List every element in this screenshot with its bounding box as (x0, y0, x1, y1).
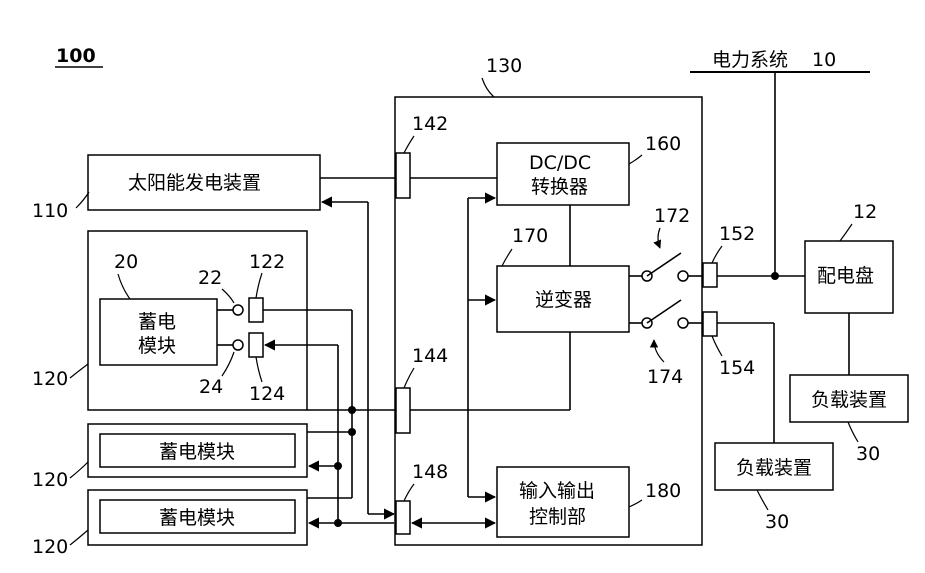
port-154 (703, 312, 717, 336)
switch-174-contact-b (678, 318, 688, 328)
io-controller-line2: 控制部 (529, 506, 586, 528)
battery-module-label-3: 蓄电模块 (159, 507, 235, 529)
junction-dot-ctrl-1 (334, 462, 342, 470)
load-device-ref-leader-1 (848, 422, 858, 442)
inverter-ref: 170 (512, 225, 548, 247)
port-152-leader (712, 246, 722, 263)
distribution-panel-ref: 12 (853, 201, 877, 223)
junction-dot-grid (771, 272, 779, 280)
port-152-label: 152 (719, 223, 755, 245)
terminal-24 (233, 340, 243, 350)
terminal-22 (233, 305, 243, 315)
load-device-ref-1: 30 (856, 443, 880, 465)
port-148 (396, 501, 410, 534)
storage-ref-1: 120 (32, 368, 68, 390)
distribution-panel-ref-leader (840, 224, 852, 241)
battery-module-label-2: 蓄电模块 (159, 441, 235, 463)
port-122-label: 122 (249, 251, 285, 273)
load-device-ref-leader-2 (757, 490, 768, 510)
battery-module-label-line2: 模块 (138, 335, 176, 357)
switch-172-contact-b (678, 271, 688, 281)
battery-module-label-line1: 蓄电 (138, 311, 176, 333)
figure-label: 100 (56, 45, 96, 67)
distribution-panel-label: 配电盘 (817, 265, 874, 287)
solar-generator-label: 太阳能发电装置 (128, 172, 261, 194)
port-124 (249, 333, 263, 357)
port-152 (703, 263, 717, 287)
terminal-24-label: 24 (199, 376, 223, 398)
load-device-label-2: 负载装置 (736, 457, 812, 479)
switch-174-label: 174 (647, 366, 683, 388)
switch-172-label: 172 (654, 205, 690, 227)
junction-dot-ctrl-2 (334, 519, 342, 527)
port-154-leader (712, 336, 722, 356)
load-device-ref-2: 30 (765, 511, 789, 533)
io-controller-line1: 输入输出 (519, 480, 595, 502)
storage-ref-leader-2 (70, 462, 88, 478)
storage-ref-leader-3 (70, 530, 88, 545)
port-144-label: 144 (412, 345, 448, 367)
battery-module-ref: 20 (114, 251, 138, 273)
io-controller-ref: 180 (645, 480, 681, 502)
port-122 (249, 298, 263, 322)
storage-ref-leader-1 (70, 364, 88, 378)
load-device-label-1: 负载装置 (811, 389, 887, 411)
terminal-22-label: 22 (198, 267, 222, 289)
grid-title: 电力系统 (712, 49, 788, 71)
junction-dot-bus-1 (348, 406, 356, 414)
port-154-label: 154 (719, 357, 755, 379)
port-142 (396, 153, 410, 198)
dcdc-ref: 160 (645, 133, 681, 155)
dcdc-label-line1: DC/DC (529, 152, 591, 174)
pcs-ref-leader (482, 78, 494, 97)
junction-dot-bus-2 (348, 428, 356, 436)
grid-ref: 10 (812, 49, 836, 71)
storage-ref-2: 120 (32, 469, 68, 491)
dcdc-label-line2: 转换器 (531, 176, 588, 198)
port-142-label: 142 (412, 113, 448, 135)
port-124-label: 124 (249, 383, 285, 405)
pcs-ref: 130 (486, 55, 522, 77)
port-144 (396, 388, 410, 433)
solar-ref: 110 (32, 200, 68, 222)
port-148-label: 148 (412, 461, 448, 483)
storage-ref-3: 120 (32, 536, 68, 558)
inverter-label: 逆变器 (535, 289, 592, 311)
solar-ref-leader (76, 192, 89, 208)
